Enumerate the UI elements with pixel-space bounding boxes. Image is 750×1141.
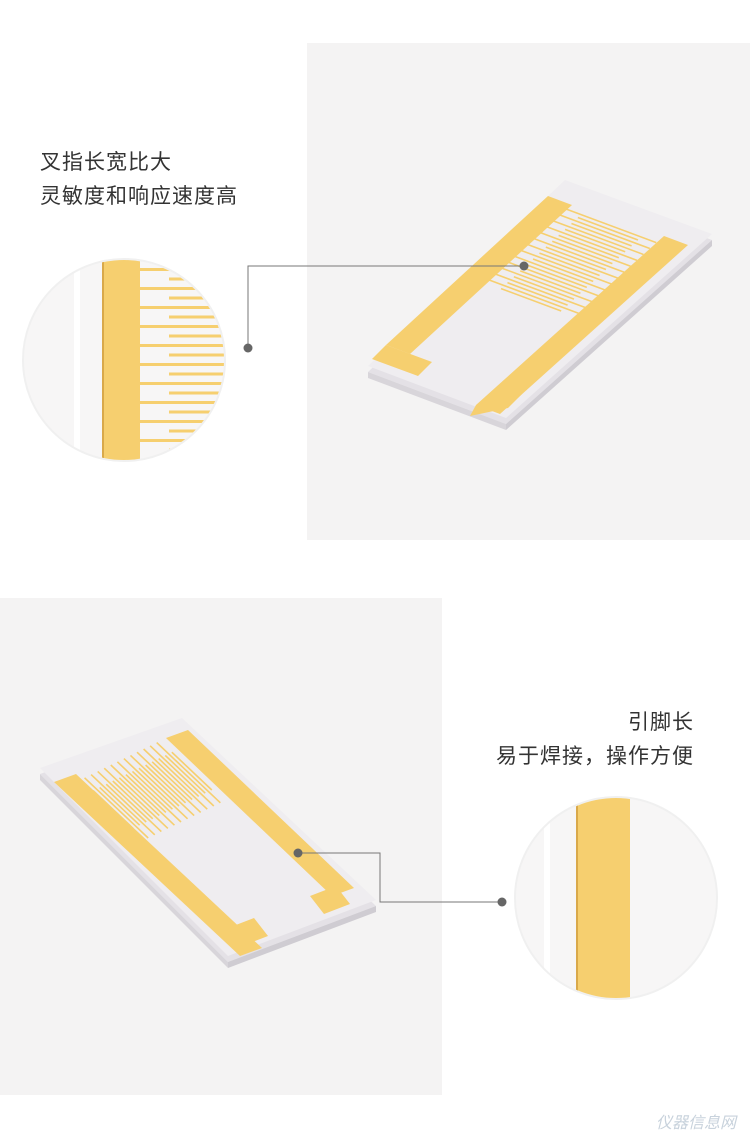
finger-line xyxy=(77,780,143,842)
finger-line xyxy=(169,429,224,433)
finger-line xyxy=(527,243,619,279)
interdigital-fingers xyxy=(488,208,657,315)
finger-line xyxy=(156,742,221,804)
finger-line xyxy=(577,216,639,241)
finger-line xyxy=(140,268,224,271)
finger-line xyxy=(495,273,587,309)
interdigital-fingers xyxy=(77,742,221,842)
finger-line xyxy=(105,783,147,823)
finger-line xyxy=(507,281,568,306)
finger-line xyxy=(143,748,208,810)
finger-line xyxy=(151,761,193,801)
finger-line xyxy=(540,231,631,268)
finger-line xyxy=(145,764,187,804)
finger-line xyxy=(545,246,607,271)
finger-line xyxy=(136,751,202,813)
finger-line xyxy=(539,252,600,277)
feature-title: 引脚长 xyxy=(628,711,694,734)
fingers-zoom-graphic xyxy=(24,260,224,460)
finger-line xyxy=(169,410,224,414)
finger-line xyxy=(169,296,224,300)
finger-line xyxy=(123,758,189,820)
finger-line xyxy=(546,226,638,262)
feature-caption-top: 叉指长宽比大 灵敏度和响应速度高 xyxy=(40,146,238,214)
finger-line xyxy=(169,353,224,357)
finger-line xyxy=(520,249,612,285)
interdigital-fingers-zoom xyxy=(22,258,226,462)
finger-line xyxy=(488,279,580,315)
finger-line xyxy=(84,777,149,839)
finger-line xyxy=(169,448,224,452)
finger-line xyxy=(116,761,182,823)
finger-line xyxy=(103,767,169,829)
long-lead-zoom xyxy=(514,796,718,1000)
finger-line xyxy=(169,334,224,338)
finger-line xyxy=(131,770,173,810)
finger-line xyxy=(125,774,167,813)
finger-line xyxy=(526,264,588,289)
finger-line xyxy=(171,751,213,791)
finger-line xyxy=(118,777,160,817)
finger-line xyxy=(99,786,141,826)
finger-line xyxy=(140,382,224,385)
finger-line xyxy=(92,790,134,829)
finger-line xyxy=(532,258,594,283)
finger-line xyxy=(552,220,644,256)
watermark-logo: 仪器信息网 xyxy=(655,1115,736,1132)
finger-line xyxy=(138,767,180,807)
sensor-chip-bottom xyxy=(40,718,376,968)
finger-line xyxy=(149,745,215,807)
finger-line xyxy=(140,325,224,328)
finger-line xyxy=(140,363,224,366)
finger-line xyxy=(169,372,224,376)
finger-line xyxy=(112,780,154,820)
finger-line xyxy=(564,228,626,253)
finger-line xyxy=(513,276,575,300)
finger-line xyxy=(97,770,162,833)
finger-line xyxy=(140,306,224,309)
feature-title: 叉指长宽比大 xyxy=(40,151,172,174)
finger-line xyxy=(158,758,200,797)
finger-line xyxy=(514,255,606,291)
lead-zoom-graphic xyxy=(516,798,716,998)
finger-line xyxy=(140,420,224,423)
feature-subtitle: 灵敏度和响应速度高 xyxy=(40,185,238,208)
finger-line xyxy=(110,764,175,826)
finger-line xyxy=(129,754,195,817)
sensor-chip-top xyxy=(368,180,712,430)
finger-line xyxy=(559,214,651,250)
feature-caption-bottom: 引脚长 易于焊接，操作方便 xyxy=(496,706,694,774)
finger-line xyxy=(571,222,632,247)
leader-line-top xyxy=(243,261,529,353)
finger-line xyxy=(90,774,156,836)
finger-line xyxy=(140,439,224,442)
finger-line xyxy=(519,270,581,294)
finger-line xyxy=(169,315,224,319)
finger-line xyxy=(533,237,625,273)
finger-line xyxy=(565,208,657,244)
finger-line xyxy=(500,287,562,312)
feature-subtitle: 易于焊接，操作方便 xyxy=(496,745,694,768)
finger-line xyxy=(169,277,224,281)
finger-line xyxy=(164,754,206,794)
finger-line xyxy=(140,344,224,347)
finger-line xyxy=(558,234,620,259)
finger-lines xyxy=(140,268,224,452)
leader-line-bottom xyxy=(293,848,507,907)
finger-line xyxy=(501,267,593,303)
finger-line xyxy=(140,287,224,290)
finger-line xyxy=(140,401,224,404)
finger-line xyxy=(169,391,224,395)
finger-line xyxy=(551,240,613,265)
